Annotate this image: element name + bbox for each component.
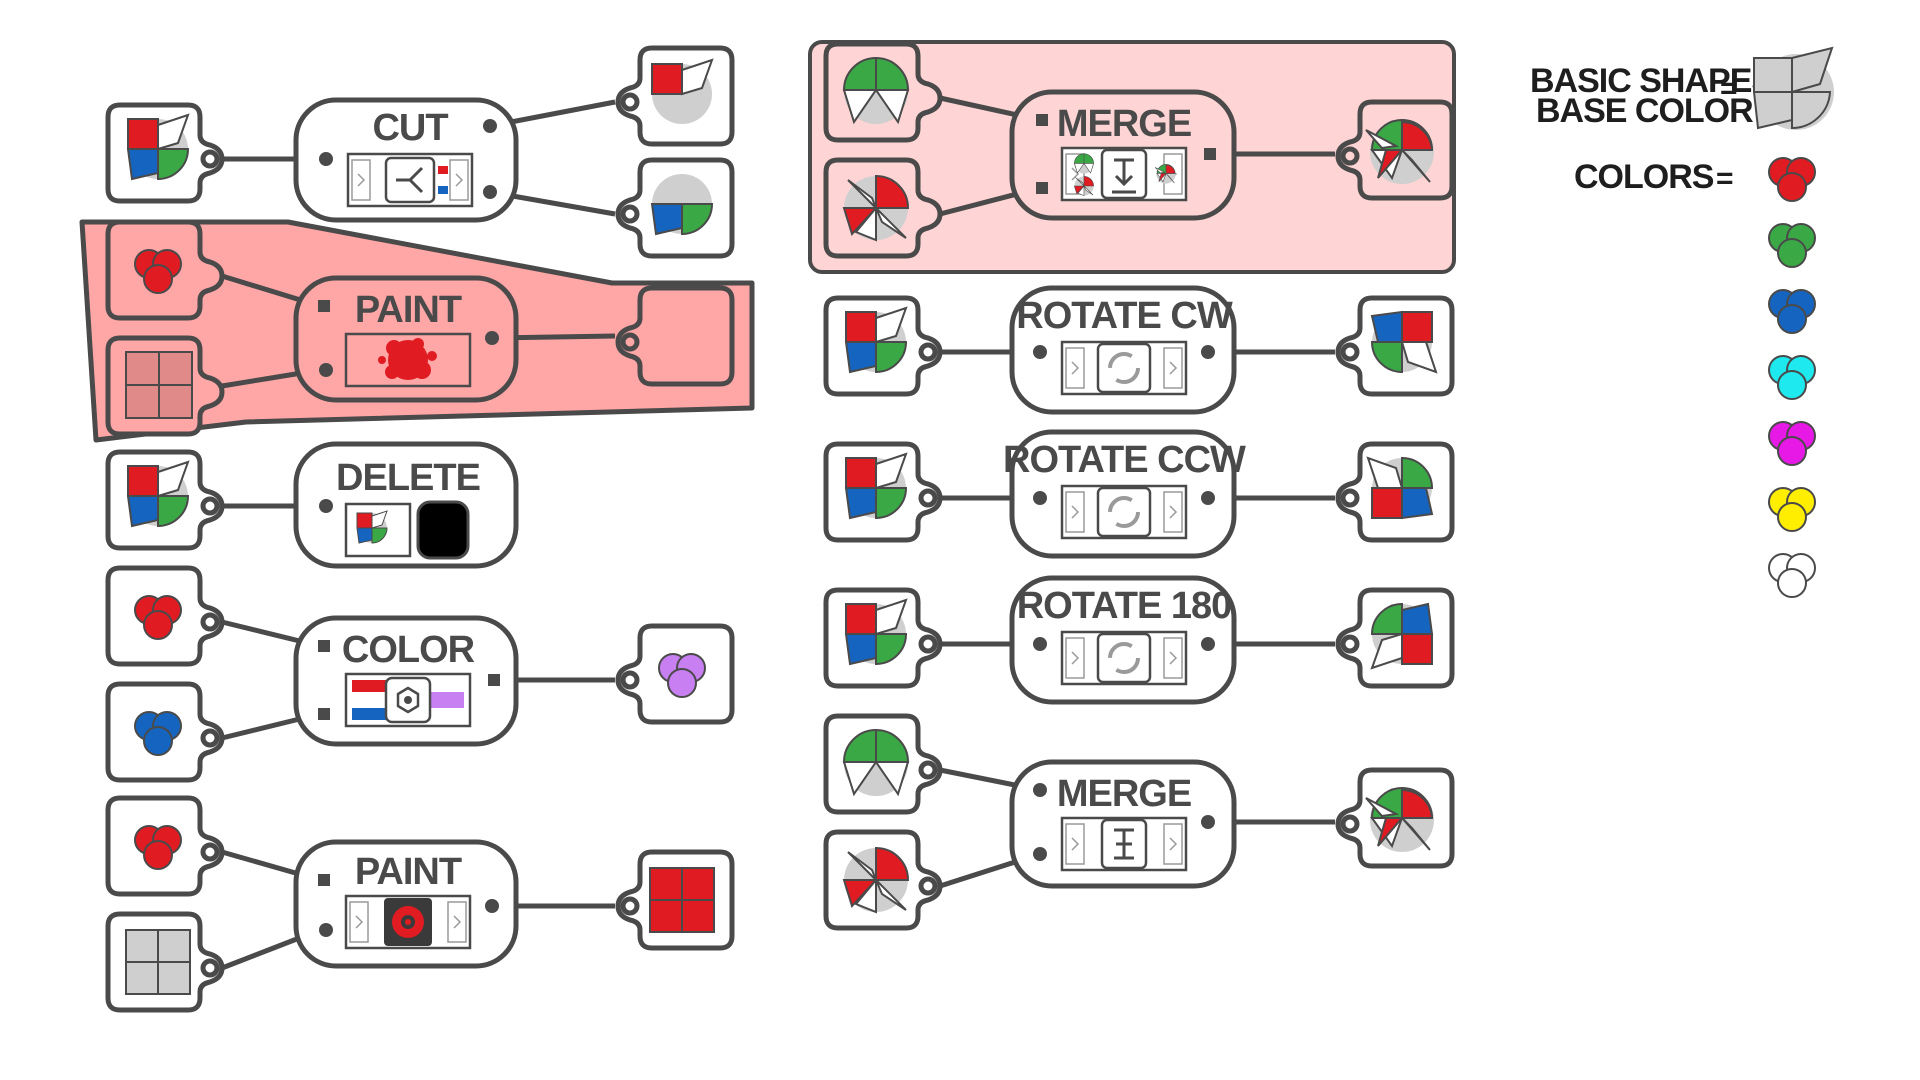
color-machine[interactable]: COLOR: [108, 568, 732, 780]
magenta-color-icon: [1768, 421, 1816, 466]
paint-splatter-icon: [344, 332, 472, 388]
rotate-180-output-tile[interactable]: [1338, 590, 1452, 686]
merge-hl-title: MERGE: [1057, 103, 1191, 145]
green-color-icon: [1768, 223, 1816, 268]
cut-machine[interactable]: CUT: [108, 48, 732, 256]
rotate-ccw-machine[interactable]: ROTATE CCW: [826, 429, 1452, 559]
blue-color-icon: [1768, 289, 1816, 334]
cut-output-bottom-tile[interactable]: [618, 160, 732, 256]
paint-hl-color-tile[interactable]: [105, 219, 225, 321]
color-mixer-icon: [344, 672, 472, 728]
rotate-ccw-output-tile[interactable]: [1338, 444, 1452, 540]
paint-hl-output-tile[interactable]: [615, 285, 735, 387]
red-color-icon: [1768, 157, 1816, 202]
merge-highlighted-machine[interactable]: MERGE: [823, 41, 1455, 259]
merge-icon: [1060, 816, 1188, 872]
cut-output-top-tile[interactable]: [618, 48, 732, 144]
paint-input-gray-tile[interactable]: [108, 914, 222, 1010]
paint-hl-title: PAINT: [355, 289, 462, 331]
merge-machine[interactable]: MERGE: [826, 716, 1452, 928]
rotate-180-machine[interactable]: ROTATE 180: [826, 575, 1452, 705]
rotate-ccw-icon: [1060, 484, 1188, 540]
merge-input-pinwheel-tile[interactable]: [826, 832, 940, 928]
base-shape-icon: [1752, 46, 1834, 130]
merge-output-tile[interactable]: [1338, 770, 1452, 866]
rotate-180-title: ROTATE 180: [1017, 585, 1232, 627]
delete-input-tile[interactable]: [108, 452, 222, 548]
color-input-red-tile[interactable]: [108, 568, 222, 664]
delete-icon: [344, 500, 470, 560]
delete-machine[interactable]: DELETE: [108, 441, 519, 569]
paint-hl-shape-tile[interactable]: [105, 335, 225, 437]
merge-hl-input-pinwheel-tile[interactable]: [823, 157, 943, 259]
merge-hl-icon: [1060, 146, 1188, 202]
rotate-180-icon: [1060, 630, 1188, 686]
legend-basic-shapes: BASIC SHAPES: [1530, 62, 1773, 100]
legend-equals-colors: =: [1716, 162, 1734, 195]
merge-hl-input-umbrella-tile[interactable]: [823, 41, 943, 143]
rotate-ccw-input-tile[interactable]: [826, 444, 940, 540]
legend: BASIC SHAPES BASE COLOR = COLORS =: [1530, 46, 1834, 598]
white-color-icon: [1768, 553, 1816, 598]
paint-highlighted-machine[interactable]: PAINT: [105, 219, 735, 437]
rotate-cw-input-tile[interactable]: [826, 298, 940, 394]
rotate-ccw-title: ROTATE CCW: [1003, 439, 1246, 481]
paint-title: PAINT: [355, 851, 462, 893]
cut-title: CUT: [372, 107, 448, 149]
cyan-color-icon: [1768, 355, 1816, 400]
cut-icon: [346, 152, 474, 208]
rotate-cw-output-tile[interactable]: [1338, 298, 1452, 394]
yellow-color-icon: [1768, 487, 1816, 532]
legend-base-color: BASE COLOR: [1536, 92, 1753, 130]
merge-title: MERGE: [1057, 773, 1191, 815]
rotate-180-input-tile[interactable]: [826, 590, 940, 686]
legend-colors: COLORS: [1574, 158, 1714, 196]
color-input-blue-tile[interactable]: [108, 684, 222, 780]
delete-title: DELETE: [336, 457, 480, 499]
color-title: COLOR: [342, 629, 475, 671]
rotate-cw-machine[interactable]: ROTATE CW: [826, 285, 1452, 415]
paint-hl-body: [293, 275, 519, 403]
merge-input-umbrella-tile[interactable]: [826, 716, 940, 812]
merge-hl-output-tile[interactable]: [1335, 99, 1455, 201]
rotate-cw-icon: [1060, 340, 1188, 396]
rotate-cw-title: ROTATE CW: [1016, 295, 1233, 337]
legend-equals-shapes: =: [1720, 72, 1738, 105]
paint-output-red-tile[interactable]: [618, 852, 732, 948]
paint-machine[interactable]: PAINT: [108, 798, 732, 1010]
cut-input-tile[interactable]: [108, 105, 222, 201]
paint-input-red-tile[interactable]: [108, 798, 222, 894]
paint-icon: [344, 894, 472, 950]
color-output-purple-tile[interactable]: [618, 626, 732, 722]
